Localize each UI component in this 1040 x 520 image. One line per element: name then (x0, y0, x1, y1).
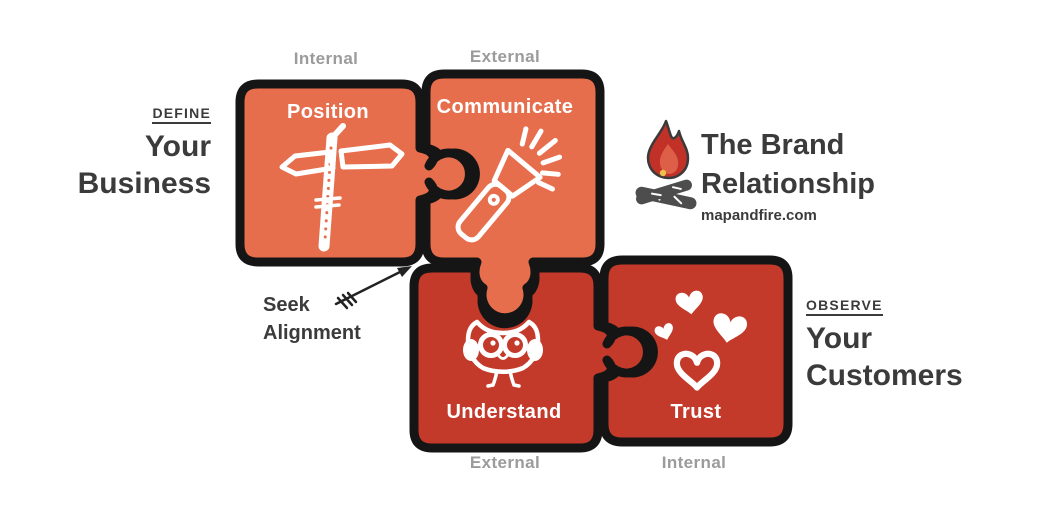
callout-line1: Seek (263, 294, 310, 316)
observe-line1: Your (806, 322, 873, 355)
piece-label-position: Position (286, 101, 370, 123)
seek-alignment-arrow (334, 266, 412, 310)
observe-line2: Customers (806, 359, 963, 392)
brand-url: mapandfire.com (701, 207, 817, 224)
piece-label-trust: Trust (670, 401, 722, 423)
piece-label-understand: Understand (446, 401, 562, 423)
axis-label-bottom-external: External (469, 453, 541, 472)
puzzle-piece-understand (409, 263, 652, 453)
brand-title-line2: Relationship (701, 168, 876, 200)
signpost-icon (279, 123, 405, 252)
seek-alignment-callout: Seek Alignment (263, 291, 361, 347)
campfire-icon (635, 119, 697, 210)
define-kicker: DEFINE (152, 105, 211, 124)
observe-kicker: OBSERVE (806, 297, 883, 316)
define-line1: Your (144, 130, 211, 163)
brand-title-line1: The Brand (701, 129, 845, 161)
axis-label-top-internal: Internal (293, 49, 359, 68)
puzzle-piece-position (235, 79, 474, 267)
brand-logo-text: The Brand Relationship mapandfire.com (701, 126, 875, 224)
callout-line2: Alignment (263, 322, 361, 344)
define-line2: Business (77, 167, 211, 200)
define-annotation: DEFINE Your Business (78, 105, 211, 202)
owl-icon (463, 319, 543, 388)
observe-annotation: OBSERVE Your Customers (806, 297, 963, 394)
flashlight-icon (455, 126, 563, 243)
piece-label-communicate: Communicate (436, 96, 574, 118)
axis-label-bottom-internal: Internal (661, 453, 727, 472)
axis-label-top-external: External (469, 47, 541, 66)
